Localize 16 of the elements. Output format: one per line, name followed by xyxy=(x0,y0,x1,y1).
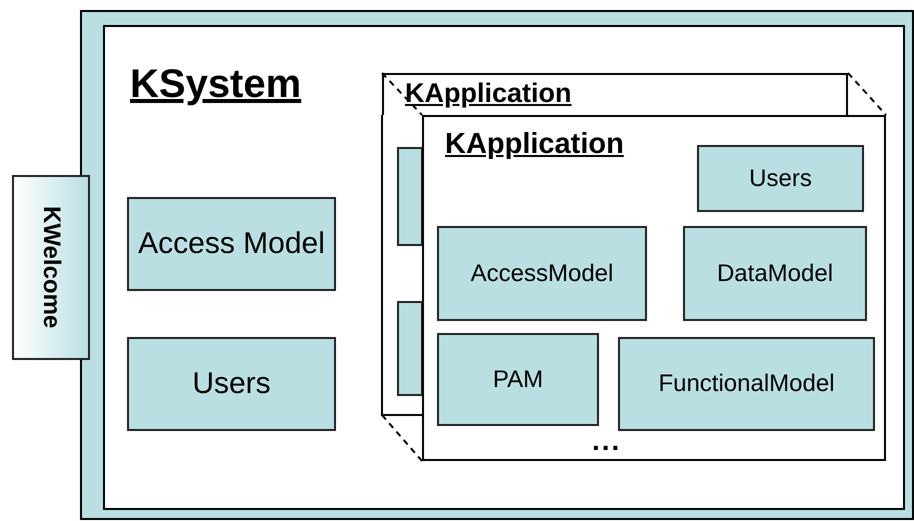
component-box: Users xyxy=(697,145,864,212)
system-frame xyxy=(80,10,914,520)
card-title: KApplication xyxy=(405,79,572,109)
component-box: DataModel xyxy=(683,226,867,321)
application-card xyxy=(382,73,848,115)
component-box: PAM xyxy=(437,333,599,426)
component-box: Access Model xyxy=(127,197,336,291)
dashed-line xyxy=(847,72,887,116)
system-title: KSystem xyxy=(130,62,302,107)
component-box: Users xyxy=(127,337,336,431)
card-title: KApplication xyxy=(445,129,624,161)
component-box: FunctionalModel xyxy=(618,337,875,431)
component-box: AccessModel xyxy=(437,226,647,321)
dashed-line xyxy=(381,72,423,116)
application-card xyxy=(422,115,886,461)
side-tab: KWelcome xyxy=(12,175,90,360)
